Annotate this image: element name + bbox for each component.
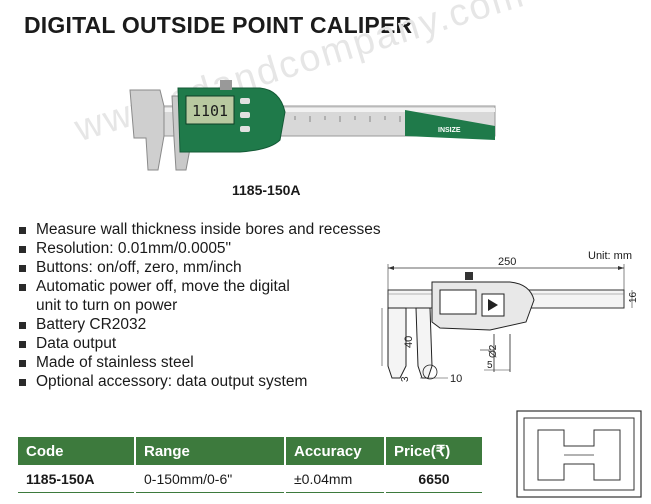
list-item: Buttons: on/off, zero, mm/inch [18,258,381,277]
table-row: 1185-150A 0-150mm/0-6" ±0.04mm 6650 [18,465,484,493]
feature-list: Measure wall thickness inside bores and … [18,220,381,391]
dim-jaw: 40 [403,336,415,348]
bullet-icon [19,379,26,386]
dimension-drawing: 250 16 40 3 10 Ø2 5 [381,256,639,385]
list-item: Measure wall thickness inside bores and … [18,220,381,239]
dim-width: 10 [450,373,462,385]
bullet-icon [19,246,26,253]
brand-label: INSIZE [438,127,461,134]
dim-ball: Ø2 [488,344,499,358]
bullet-icon [19,360,26,367]
col-header-accuracy: Accuracy [285,437,386,465]
list-item-continuation: unit to turn on power [36,297,178,314]
list-item: Made of stainless steel [18,353,381,372]
cell-accuracy: ±0.04mm [285,465,386,493]
dim-offset: 5 [487,360,493,371]
col-header-code: Code [18,437,136,465]
dim-length: 250 [498,256,516,268]
bullet-icon [19,341,26,348]
model-label: 1185-150A [232,182,301,198]
cell-range: 0-150mm/0-6" [135,465,286,493]
cell-price: 6650 [385,465,484,493]
bullet-icon [19,284,26,291]
list-item: Resolution: 0.01mm/0.0005" [18,239,381,258]
col-header-range: Range [135,437,286,465]
dim-height: 16 [628,291,639,303]
spec-table: Code Range Accuracy Price(₹) 1185-150A 0… [18,437,484,493]
bullet-icon [19,322,26,329]
bullet-icon [19,265,26,272]
dim-tip: 3 [400,376,411,382]
list-item: Battery CR2032 [18,315,381,334]
list-item: Automatic power off, move the digital [18,277,381,296]
unit-label: Unit: mm [588,250,632,262]
col-header-price: Price(₹) [385,437,484,465]
caliper-photo: 1101 INSIZE [129,80,496,171]
table-header-row: Code Range Accuracy Price(₹) [18,437,484,465]
accessory-box-icon [516,410,642,498]
list-item: Optional accessory: data output system [18,372,381,391]
page-title: DIGITAL OUTSIDE POINT CALIPER [24,12,413,38]
cell-code: 1185-150A [18,465,136,493]
list-item: Data output [18,334,381,353]
bullet-icon [19,227,26,234]
display-reading: 1101 [192,102,228,120]
